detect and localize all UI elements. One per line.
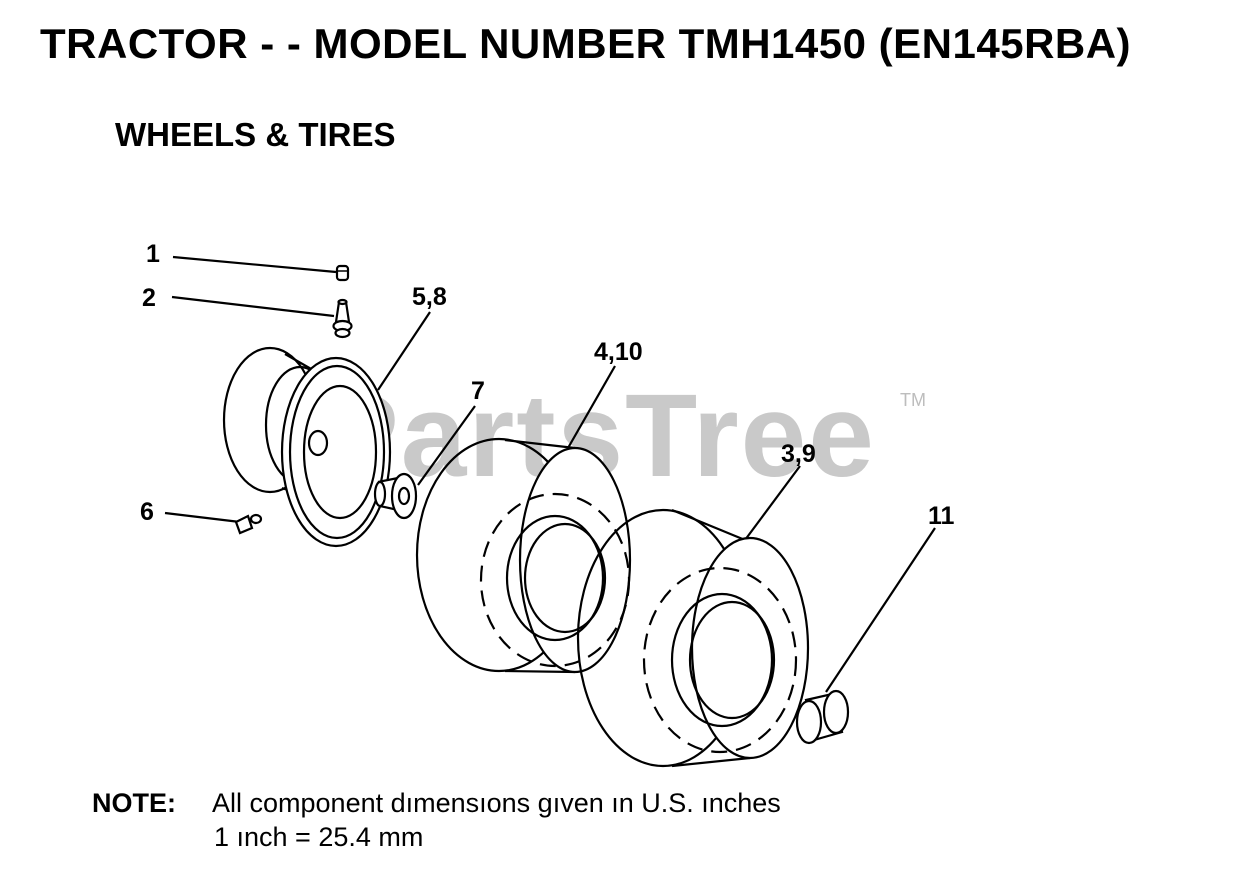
- hub-cap-part: [795, 689, 850, 745]
- callout-11: 11: [928, 502, 955, 530]
- section-title: WHEELS & TIRES: [115, 116, 396, 153]
- callout-2: 2: [142, 284, 156, 312]
- wheel-rim-part: [222, 346, 392, 548]
- rear-tire-part: [576, 508, 810, 768]
- leader-line-1: [172, 255, 337, 274]
- note-text-line1: All component dımensıons gıven ın U.S. ı…: [212, 788, 781, 818]
- leader-line-2: [171, 295, 335, 318]
- leader-line-39: [744, 465, 801, 541]
- valve-cap-part: [335, 264, 350, 282]
- grease-fitting-part: [234, 513, 263, 535]
- page-title: TRACTOR - - MODEL NUMBER TMH1450 (EN145R…: [40, 20, 1132, 67]
- callout-3-9: 3,9: [781, 440, 816, 468]
- callout-6: 6: [140, 498, 154, 526]
- leader-line-11: [825, 527, 936, 693]
- bearing-part: [373, 472, 418, 520]
- callout-7: 7: [471, 377, 485, 405]
- callout-4-10: 4,10: [594, 338, 643, 366]
- leader-line-58: [377, 311, 431, 391]
- leader-line-410: [567, 365, 616, 449]
- leader-line-7: [417, 405, 476, 486]
- valve-stem-part: [332, 298, 353, 339]
- note: NOTE: All component dımensıons gıven ın U…: [92, 788, 781, 819]
- front-tire-part: [415, 437, 632, 674]
- watermark-trademark: TM: [900, 390, 926, 410]
- callout-5-8: 5,8: [412, 283, 447, 311]
- note-text-line2: 1 ınch = 25.4 mm: [214, 822, 424, 852]
- leader-line-6: [164, 511, 241, 524]
- callout-1: 1: [146, 240, 160, 268]
- note-label: NOTE:: [92, 788, 176, 818]
